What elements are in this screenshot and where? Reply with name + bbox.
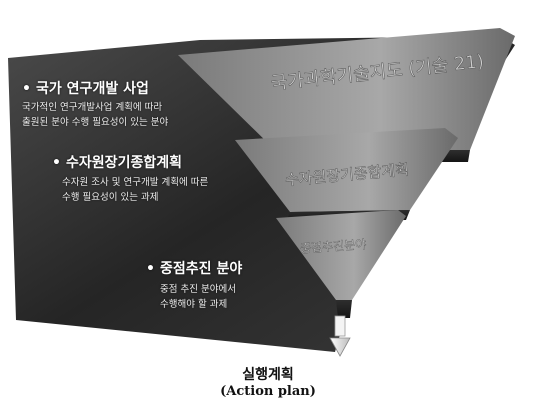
tier2-desc-line2: 수행 필요성이 있는 과제 xyxy=(62,192,159,203)
tier3-bullet: • xyxy=(146,261,155,277)
tier3-title: 중점추진 분야 xyxy=(160,261,243,277)
tier3-funnel-label: 중점추진분야 xyxy=(300,237,367,256)
tier2-description: 수자원 조사 및 연구개발 계획에 따른 수행 필요성이 있는 과제 xyxy=(62,175,208,205)
tier1-description: 국가적인 연구개발사업 계획에 따라 출원된 분야 수행 필요성이 있는 분야 xyxy=(22,100,168,130)
tier2-bullet: • xyxy=(52,155,61,171)
tier1-heading: • 국가 연구개발 사업 xyxy=(22,78,149,98)
tier1-desc-line1: 국가적인 연구개발사업 계획에 따라 xyxy=(22,102,163,113)
tier3-wedge-edge xyxy=(336,300,352,318)
tier3-description: 중점 추진 분야에서 수행해야 할 과제 xyxy=(160,282,236,312)
tier3-desc-line1: 중점 추진 분야에서 xyxy=(160,284,236,295)
tier3-wedge-face xyxy=(276,210,406,300)
tier1-bullet: • xyxy=(22,81,31,97)
tier1-wedge-face xyxy=(178,28,515,150)
tier3-desc-line2: 수행해야 할 과제 xyxy=(160,299,228,310)
result-title: 실행계획 xyxy=(242,367,294,383)
tier2-wedge-face xyxy=(235,128,458,212)
result-subtitle: (Action plan) xyxy=(220,384,316,399)
tier2-heading: • 수자원장기종합계획 xyxy=(52,152,182,172)
tier1-title: 국가 연구개발 사업 xyxy=(36,81,149,97)
tier2-title: 수자원장기종합계획 xyxy=(66,155,182,171)
tier3-heading: • 중점추진 분야 xyxy=(146,258,242,278)
tier2-desc-line1: 수자원 조사 및 연구개발 계획에 따른 xyxy=(62,177,209,188)
output-stem xyxy=(334,315,346,337)
tier1-desc-line2: 출원된 분야 수행 필요성이 있는 분야 xyxy=(22,117,169,128)
down-arrow-icon xyxy=(329,337,351,357)
